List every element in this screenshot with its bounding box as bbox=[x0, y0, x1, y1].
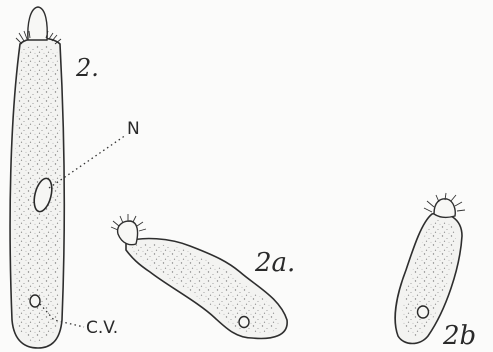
organism-2b-cytoplasm bbox=[402, 220, 456, 336]
nucleus-annotation-label: N bbox=[127, 119, 140, 139]
organism-2a-oral-cap bbox=[118, 221, 138, 245]
organism-2b-contractile-vacuole bbox=[418, 306, 429, 318]
contractile-vacuole-annotation-label: C.V. bbox=[86, 318, 118, 338]
organism-figure-2 bbox=[10, 7, 64, 348]
organism-2-oral-cap bbox=[28, 7, 47, 40]
figure-label-2b: 2b bbox=[442, 321, 476, 351]
figure-label-2: 2. bbox=[75, 54, 99, 82]
figure-label-2a: 2a. bbox=[254, 248, 295, 278]
organism-2b-oral-cap bbox=[434, 199, 455, 217]
organism-2a-contractile-vacuole bbox=[239, 317, 249, 328]
organism-2-contractile-vacuole bbox=[30, 295, 40, 307]
